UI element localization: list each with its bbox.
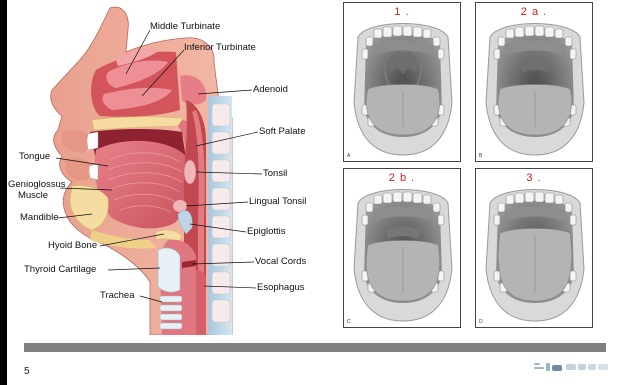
tonsil-shape bbox=[184, 160, 196, 184]
panel-letter: A bbox=[347, 153, 350, 159]
mouth-illustration bbox=[476, 3, 593, 162]
label-lingual-tonsil: Lingual Tonsil bbox=[249, 196, 306, 207]
mouth-illustration bbox=[344, 3, 461, 162]
panel-number: 3 . bbox=[476, 172, 592, 184]
panel-letter: C bbox=[347, 319, 351, 325]
label-epiglottis: Epiglottis bbox=[247, 226, 286, 237]
label-esophagus: Esophagus bbox=[257, 282, 305, 293]
thyroid-cartilage-shape bbox=[158, 248, 180, 292]
label-hyoid-bone: Hyoid Bone bbox=[48, 240, 97, 251]
label-thyroid-cartilage: Thyroid Cartilage bbox=[24, 264, 96, 275]
footer-bar bbox=[24, 343, 606, 352]
label-vocal-cords: Vocal Cords bbox=[255, 256, 306, 267]
head-neck-anatomy-diagram: Middle Turbinate Inferior Turbinate Aden… bbox=[0, 0, 335, 335]
label-genioglossus-line2: Muscle bbox=[18, 190, 48, 201]
esophagus-shape bbox=[196, 270, 206, 335]
logo bbox=[532, 360, 610, 374]
cervical-spine bbox=[208, 96, 232, 335]
mouth-illustration bbox=[476, 169, 593, 328]
mouth-panel: 2 a . B bbox=[475, 2, 593, 162]
label-tonsil: Tonsil bbox=[263, 168, 287, 179]
label-trachea: Trachea bbox=[100, 290, 135, 301]
label-inferior-turbinate: Inferior Turbinate bbox=[184, 42, 256, 53]
panel-letter: B bbox=[479, 153, 482, 159]
label-genioglossus-muscle: Genioglossus Muscle bbox=[8, 179, 58, 201]
mouth-panel: 3 . D bbox=[475, 168, 593, 328]
panel-number: 1 . bbox=[344, 6, 460, 18]
label-soft-palate: Soft Palate bbox=[259, 126, 305, 137]
panel-number: 2 a . bbox=[476, 6, 592, 18]
panel-letter: D bbox=[479, 319, 483, 325]
label-middle-turbinate: Middle Turbinate bbox=[150, 21, 220, 32]
label-mandible: Mandible bbox=[20, 212, 59, 223]
label-genioglossus-line1: Genioglossus bbox=[8, 179, 66, 190]
mouth-panel: 1 . A bbox=[343, 2, 461, 162]
panel-number: 2 b . bbox=[344, 172, 460, 184]
mouth-illustration bbox=[344, 169, 461, 328]
page-number: 5 bbox=[24, 366, 30, 377]
mouth-panel: 2 b . C bbox=[343, 168, 461, 328]
label-tongue: Tongue bbox=[19, 151, 50, 162]
label-adenoid: Adenoid bbox=[253, 84, 288, 95]
